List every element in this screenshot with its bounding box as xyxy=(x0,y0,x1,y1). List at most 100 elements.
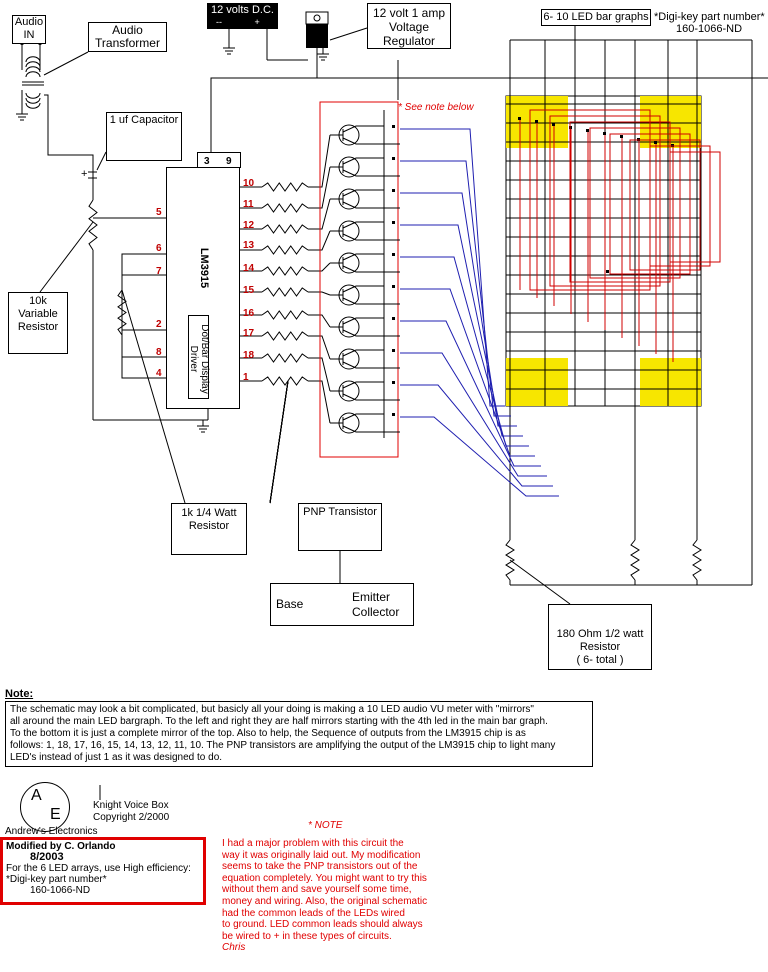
pnp-emitter xyxy=(342,253,357,261)
side-note-line: way it was originally laid out. My modif… xyxy=(222,849,421,861)
pnp-collector xyxy=(342,361,357,369)
regulator-hole xyxy=(313,14,321,22)
junction-dot xyxy=(392,253,395,256)
power-supply: 12 volts D.C. -- + xyxy=(207,3,278,29)
resistor-1k-icon xyxy=(261,224,309,234)
base-wire xyxy=(308,230,331,251)
led-node xyxy=(654,141,657,144)
chip-pin-6: 6 xyxy=(156,243,162,254)
transformer-coil xyxy=(25,66,41,73)
pnp-pinout-box xyxy=(270,583,414,626)
pnp-emitter xyxy=(342,413,357,421)
led-bar-graph xyxy=(640,358,701,406)
pnp-collector xyxy=(342,297,357,305)
wires xyxy=(21,27,768,800)
capacitor-plus-label: + xyxy=(81,168,88,180)
chip-pin-18: 18 xyxy=(243,350,255,361)
pin6-loop xyxy=(121,253,166,379)
resistor-1k-icon xyxy=(261,203,309,213)
transformer-coil xyxy=(25,102,41,109)
junction-dot xyxy=(392,125,395,128)
variable-resistor-pointer xyxy=(39,221,94,293)
ae-logo-e: E xyxy=(50,806,61,823)
pnp-collector xyxy=(342,265,357,273)
base-wire xyxy=(308,134,331,188)
junction-dot xyxy=(392,349,395,352)
chip-pin-12: 12 xyxy=(243,220,255,231)
pnp-collector xyxy=(342,137,357,145)
modification-date: 8/2003 xyxy=(30,851,64,863)
led-node xyxy=(606,270,609,273)
resistor-180-label: 180 Ohm 1/2 watt Resistor xyxy=(556,628,644,653)
pnp-collector xyxy=(342,169,357,177)
pnp-transistor-label: PNP Transistor xyxy=(303,506,377,518)
base-wire xyxy=(308,262,331,272)
base-wire xyxy=(308,335,331,360)
regulator-tab xyxy=(305,11,329,25)
variable-resistor-box: 10k Variable Resistor xyxy=(8,292,68,354)
chip-top-tab xyxy=(197,152,241,168)
chip-pin-8: 8 xyxy=(156,347,162,358)
chip-pin-13: 13 xyxy=(243,240,255,251)
chip-pin-7: 7 xyxy=(156,266,162,277)
note-line: all around the main LED bargraph. To the… xyxy=(10,716,548,727)
base-wire xyxy=(308,291,331,296)
ae-logo-a: A xyxy=(31,787,42,804)
side-note-title: * NOTE xyxy=(308,820,343,831)
modification-instruction: For the 6 LED arrays, use High efficienc… xyxy=(6,863,191,874)
note-line: LED's instead of just 1 as it was design… xyxy=(10,752,223,763)
chip-pin-4: 4 xyxy=(156,368,162,379)
pnp-collector-label: Collector xyxy=(352,605,400,619)
audio-transformer-box: Audio Transformer xyxy=(88,22,167,52)
resistor-180-pointer xyxy=(509,559,571,605)
resistor-180-icon xyxy=(630,539,640,581)
chip-pin-9: 9 xyxy=(226,156,232,167)
resistor-1k-icon xyxy=(261,245,309,255)
note-line: The schematic may look a bit complicated… xyxy=(10,704,534,715)
side-note-signature: Chris xyxy=(222,942,246,954)
led-drive-wire xyxy=(400,320,541,467)
pnp-emitter xyxy=(342,157,357,165)
resistor-180-count: ( 6- total ) xyxy=(576,654,624,666)
pnp-emitter xyxy=(342,189,357,197)
led-link xyxy=(649,145,711,267)
chip-pin-1: 1 xyxy=(243,372,249,383)
transformer-coil xyxy=(25,56,41,63)
regulator-pointer xyxy=(329,27,368,41)
pnp-emitter-label: Emitter xyxy=(352,590,391,604)
resistor-1k-icon xyxy=(261,182,309,192)
led-drive-wire xyxy=(400,416,559,497)
copyright: Copyright 2/2000 xyxy=(93,812,170,823)
transformer-coil xyxy=(25,61,41,68)
led-link xyxy=(549,115,661,287)
led-graphs-label-box: 6- 10 LED bar graphs xyxy=(541,9,651,26)
resistor-1k-icon xyxy=(261,353,309,363)
junction-dot xyxy=(392,221,395,224)
led-node xyxy=(586,129,589,132)
resistor-1k-icon xyxy=(261,331,309,341)
chip-pin-10: 10 xyxy=(243,178,255,189)
resistor-180-icon xyxy=(505,539,515,581)
pnp-emitter xyxy=(342,317,357,325)
transformer-coil xyxy=(25,92,41,99)
product-name: Knight Voice Box xyxy=(93,800,169,811)
regulator-body xyxy=(306,24,328,48)
resistor-1k-pointer xyxy=(269,380,289,504)
resistor-1k-box: 1k 1/4 Watt Resistor xyxy=(171,503,247,555)
pnp-emitter xyxy=(342,285,357,293)
base-wire xyxy=(308,166,331,209)
base-wire xyxy=(308,380,331,424)
variable-resistor-label: 10k Variable Resistor xyxy=(17,295,59,333)
led-node xyxy=(620,135,623,138)
transistor-bank-outline xyxy=(319,101,399,458)
note-title: Note: xyxy=(5,688,34,700)
led-bar-graph-area xyxy=(400,26,721,497)
led-drive-wire xyxy=(400,288,535,457)
capacitor-box: 1 uf Capacitor xyxy=(106,112,182,161)
led-drive-wire xyxy=(400,256,529,447)
chip-driver-box xyxy=(188,315,209,399)
led-link xyxy=(609,133,691,275)
pnp-transistor-bank xyxy=(319,60,400,458)
chip-pin-3: 3 xyxy=(204,156,210,167)
junction-dot xyxy=(392,157,395,160)
